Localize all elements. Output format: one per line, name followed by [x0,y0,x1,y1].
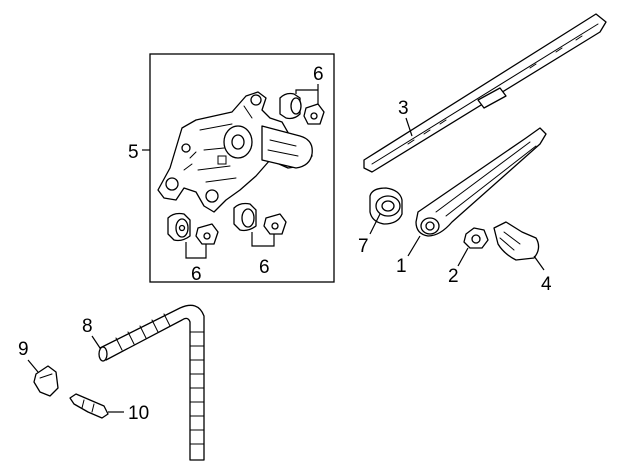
spacer-icon [263,213,287,235]
arm-cap-icon [493,221,540,261]
arm-cap-icon [369,187,403,225]
callout-6-upper: 6 [313,64,324,85]
grommet-icon [167,212,191,242]
grommet-icon [233,202,257,232]
nut-icon [463,227,489,249]
callout-6-lower-left: 6 [191,264,202,285]
callout-1: 1 [396,256,407,277]
callout-4: 4 [541,274,552,295]
spacer-icon [303,103,325,125]
leader-lines [27,84,545,413]
callout-5: 5 [128,142,139,163]
motor-assembly-group-box [149,53,335,283]
callout-6-lower-right: 6 [259,257,270,278]
washer-nozzle-icon [33,365,59,397]
callout-9: 9 [18,339,29,360]
wiper-arm-icon [415,127,547,237]
washer-hose-icon [98,304,205,461]
callout-7: 7 [358,236,369,257]
callout-10: 10 [128,403,149,424]
callout-8: 8 [82,316,93,337]
hose-connector-icon [69,393,109,419]
wiper-blade-icon [363,13,607,173]
callout-3: 3 [398,98,409,119]
grommet-icon [279,92,302,120]
callout-2: 2 [448,266,459,287]
wiper-motor-assembly-icon [157,91,313,213]
spacer-icon [195,223,219,245]
